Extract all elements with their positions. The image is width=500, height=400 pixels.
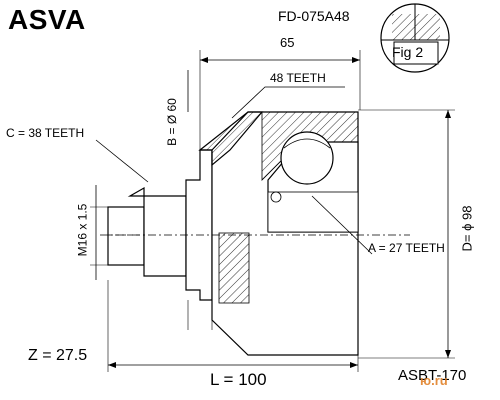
leader-a-teeth	[311, 195, 373, 255]
thread-label: M16 x 1.5	[75, 203, 90, 257]
leader-c-teeth	[95, 139, 149, 183]
dimension-65-label: 65	[280, 35, 295, 50]
teeth-c-label: C = 38 TEETH	[6, 126, 85, 140]
cv-joint-body	[100, 111, 410, 356]
teeth-48-label: 48 TEETH	[270, 71, 326, 85]
teeth-a-label: A = 27 TEETH	[368, 241, 445, 255]
d-diameter-label: D= ϕ 98	[459, 205, 475, 252]
brand-logo: ASVA	[8, 4, 86, 35]
watermark: ю.ru	[420, 373, 448, 388]
length-label: L = 100	[210, 370, 267, 389]
leader-48-teeth	[231, 86, 345, 119]
figure-label: Fig 2	[392, 44, 424, 60]
dimension-65	[199, 50, 361, 150]
b-diameter-label: B = Ø 60	[164, 98, 179, 146]
reference-code: ASBT-170	[398, 367, 467, 384]
dimension-z	[187, 300, 213, 330]
part-number: FD-075A48	[278, 8, 350, 24]
dimension-length	[107, 280, 359, 372]
dimension-d	[358, 109, 455, 359]
z-value-label: Z = 27.5	[28, 347, 88, 364]
fig-detail-circle	[380, 3, 450, 73]
